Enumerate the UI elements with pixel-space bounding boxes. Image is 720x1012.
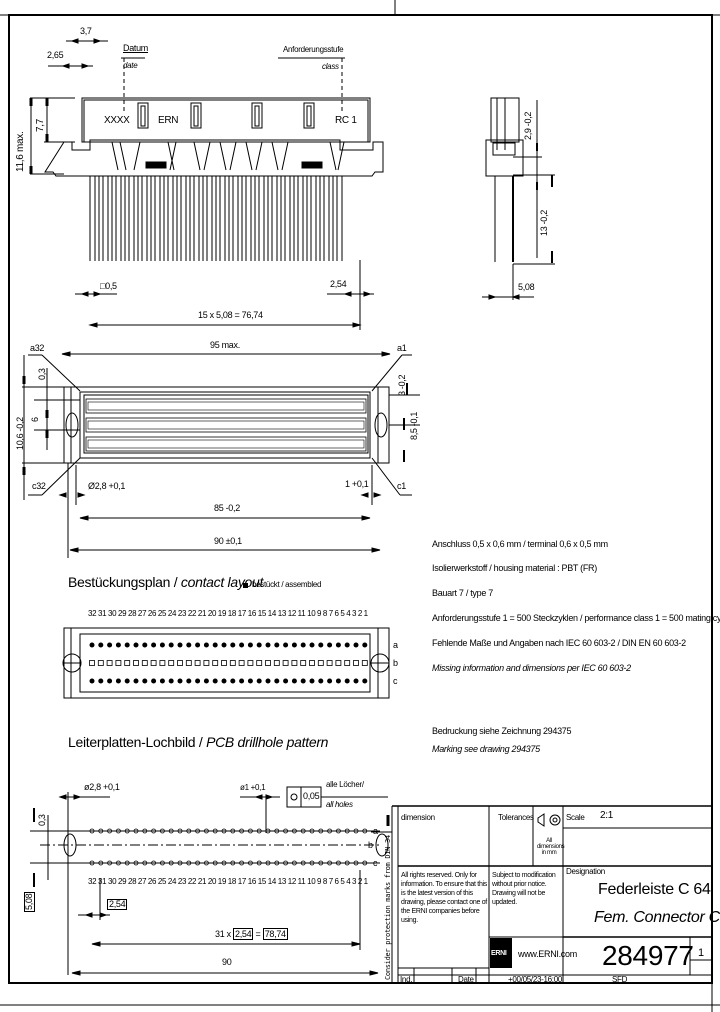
marking-note-en: Marking see drawing 294375 bbox=[432, 744, 540, 754]
erni-logo-block bbox=[490, 938, 512, 968]
dim-pitch: 2,54 bbox=[330, 279, 347, 289]
position-tolerance-icon bbox=[290, 793, 298, 801]
dim-8-5: 8,5 -0,1 bbox=[409, 411, 419, 440]
label-c1: c1 bbox=[397, 481, 406, 491]
dim-pin-square: □0,5 bbox=[100, 281, 117, 291]
tb-title-de: Federleiste C 64 bbox=[598, 881, 711, 898]
contact-layout-dots bbox=[89, 642, 368, 684]
dim-3-7: 3,7 bbox=[80, 26, 92, 36]
tb-website[interactable]: www.ERNI.com bbox=[518, 949, 577, 959]
pcb-dim-span: 31 x 2,54 = 78,74 bbox=[215, 928, 288, 940]
pcb-dim-5-08: 5,08 bbox=[24, 891, 35, 912]
tb-title-en: Fem. Connector C 64 bbox=[594, 909, 720, 926]
row-label-c: c bbox=[393, 676, 398, 686]
protection-note: Consider protection marks from DIN 34 bbox=[384, 835, 392, 980]
marking-brand: ERN bbox=[158, 115, 179, 126]
pcb-row-a: a bbox=[373, 826, 378, 836]
side-view bbox=[29, 38, 384, 177]
tb-footer-date: +00/05/23-16:00 bbox=[508, 975, 562, 984]
pcb-dim-pitch: 2,54 bbox=[107, 899, 128, 910]
marking-note-de: Bedruckung siehe Zeichnung 294375 bbox=[432, 726, 572, 736]
tb-tolerances-label: Tolerances bbox=[498, 813, 534, 822]
spec-line-4: Anforderungsstufe 1 = 500 Steckzyklen / … bbox=[432, 613, 720, 623]
top-view bbox=[22, 351, 420, 558]
dim-2-65: 2,65 bbox=[47, 50, 64, 60]
title-block-lines bbox=[391, 805, 712, 984]
tb-footer-date-label: Date bbox=[458, 975, 474, 984]
pcb-dim-0-3: 0,3 bbox=[37, 814, 47, 826]
dim-row-pitch: 5,08 bbox=[518, 282, 535, 292]
tb-sheet: 1 bbox=[698, 947, 704, 959]
dim-1: 1 +0,1 bbox=[345, 479, 369, 489]
spec-line-1: Anschluss 0,5 x 0,6 mm / terminal 0,6 x … bbox=[432, 539, 608, 549]
pcb-tolerance: 0,05 bbox=[303, 791, 320, 801]
pcb-dim-overall: 90 bbox=[222, 957, 232, 967]
dim-hole-dia: Ø2,8 +0,1 bbox=[88, 481, 126, 491]
tb-designation-label: Designation bbox=[566, 867, 605, 876]
row-label-b: b bbox=[393, 658, 398, 668]
dim-6: 6 bbox=[30, 417, 40, 422]
tb-all-dims: All dimensions in mm bbox=[537, 838, 565, 856]
dim-end-top: 2,9 -0,2 bbox=[523, 111, 533, 140]
tb-erni-logo: ERNI bbox=[491, 950, 507, 957]
dim-height-body: 7,7 bbox=[35, 118, 46, 132]
tb-scale-value: 2:1 bbox=[600, 810, 614, 821]
label-class-de: Anforderungsstufe bbox=[283, 45, 344, 54]
label-c32: c32 bbox=[32, 481, 46, 491]
pcb-dim-hole: ø2,8 +0,1 bbox=[84, 782, 120, 792]
side-view-pins bbox=[89, 176, 343, 261]
pcb-tol-note-en: all holes bbox=[326, 800, 353, 809]
pcb-row-c: c bbox=[373, 858, 378, 868]
label-date-de: Datum bbox=[123, 43, 149, 53]
dim-3: 3 -0,2 bbox=[397, 374, 407, 396]
end-view bbox=[482, 97, 555, 300]
tb-footer-ind: Ind. bbox=[400, 975, 413, 984]
pcb-pattern-view bbox=[30, 786, 392, 976]
tb-drawing-number: 284977 bbox=[602, 940, 694, 971]
pcb-dim-hole-small: ø1 +0,1 bbox=[240, 783, 266, 792]
tb-footer-std: SFD bbox=[612, 975, 628, 984]
spec-line-3: Bauart 7 / type 7 bbox=[432, 588, 493, 598]
contact-layout-view bbox=[62, 627, 390, 699]
projection-symbol-icon bbox=[537, 813, 561, 827]
label-a32: a32 bbox=[30, 343, 45, 353]
tb-dimensions-label: dimension bbox=[401, 813, 435, 822]
dim-90: 90 ±0,1 bbox=[214, 536, 242, 546]
pcb-title: Leiterplatten-Lochbild / PCB drillhole p… bbox=[68, 734, 329, 750]
contact-layout-legend: bestückt / assembled bbox=[252, 580, 322, 589]
dim-0-3: 0,3 bbox=[37, 368, 47, 380]
dim-height-top: 10,6 -0,2 bbox=[15, 417, 25, 450]
dim-85: 85 -0,2 bbox=[214, 503, 240, 513]
spec-line-2: Isolierwerkstoff / housing material : PB… bbox=[432, 563, 597, 573]
marking-date: XXXX bbox=[104, 115, 130, 126]
tb-scale-label: Scale bbox=[566, 813, 585, 822]
label-class-en: class bbox=[322, 62, 339, 71]
pcb-row-b: b bbox=[368, 840, 373, 850]
spec-line-6: Missing information and dimensions per I… bbox=[432, 663, 631, 673]
tb-subject: Subject to modification without prior no… bbox=[492, 872, 556, 906]
dim-pin-length: 13 -0,2 bbox=[539, 210, 549, 236]
tb-rights: All rights reserved. Only for informatio… bbox=[401, 872, 487, 924]
sheet-frame bbox=[8, 14, 713, 984]
pcb-holes bbox=[89, 828, 368, 866]
dim-height-max: 11,6 max. bbox=[15, 131, 26, 172]
pcb-tol-note-de: alle Löcher/ bbox=[326, 780, 364, 789]
marking-class: RC 1 bbox=[335, 115, 357, 126]
dim-span: 15 x 5,08 = 76,74 bbox=[198, 310, 263, 320]
legend-square-icon bbox=[243, 583, 248, 588]
label-a1: a1 bbox=[397, 343, 407, 353]
top-view-contacts bbox=[87, 401, 365, 449]
row-label-a: a bbox=[393, 640, 398, 650]
label-date-en: date bbox=[123, 61, 138, 70]
spec-line-5: Fehlende Maße und Angaben nach IEC 60 60… bbox=[432, 638, 686, 648]
contact-layout-title-de: Bestückungsplan / contact layout bbox=[68, 574, 264, 590]
dim-overall-max: 95 max. bbox=[210, 340, 240, 350]
